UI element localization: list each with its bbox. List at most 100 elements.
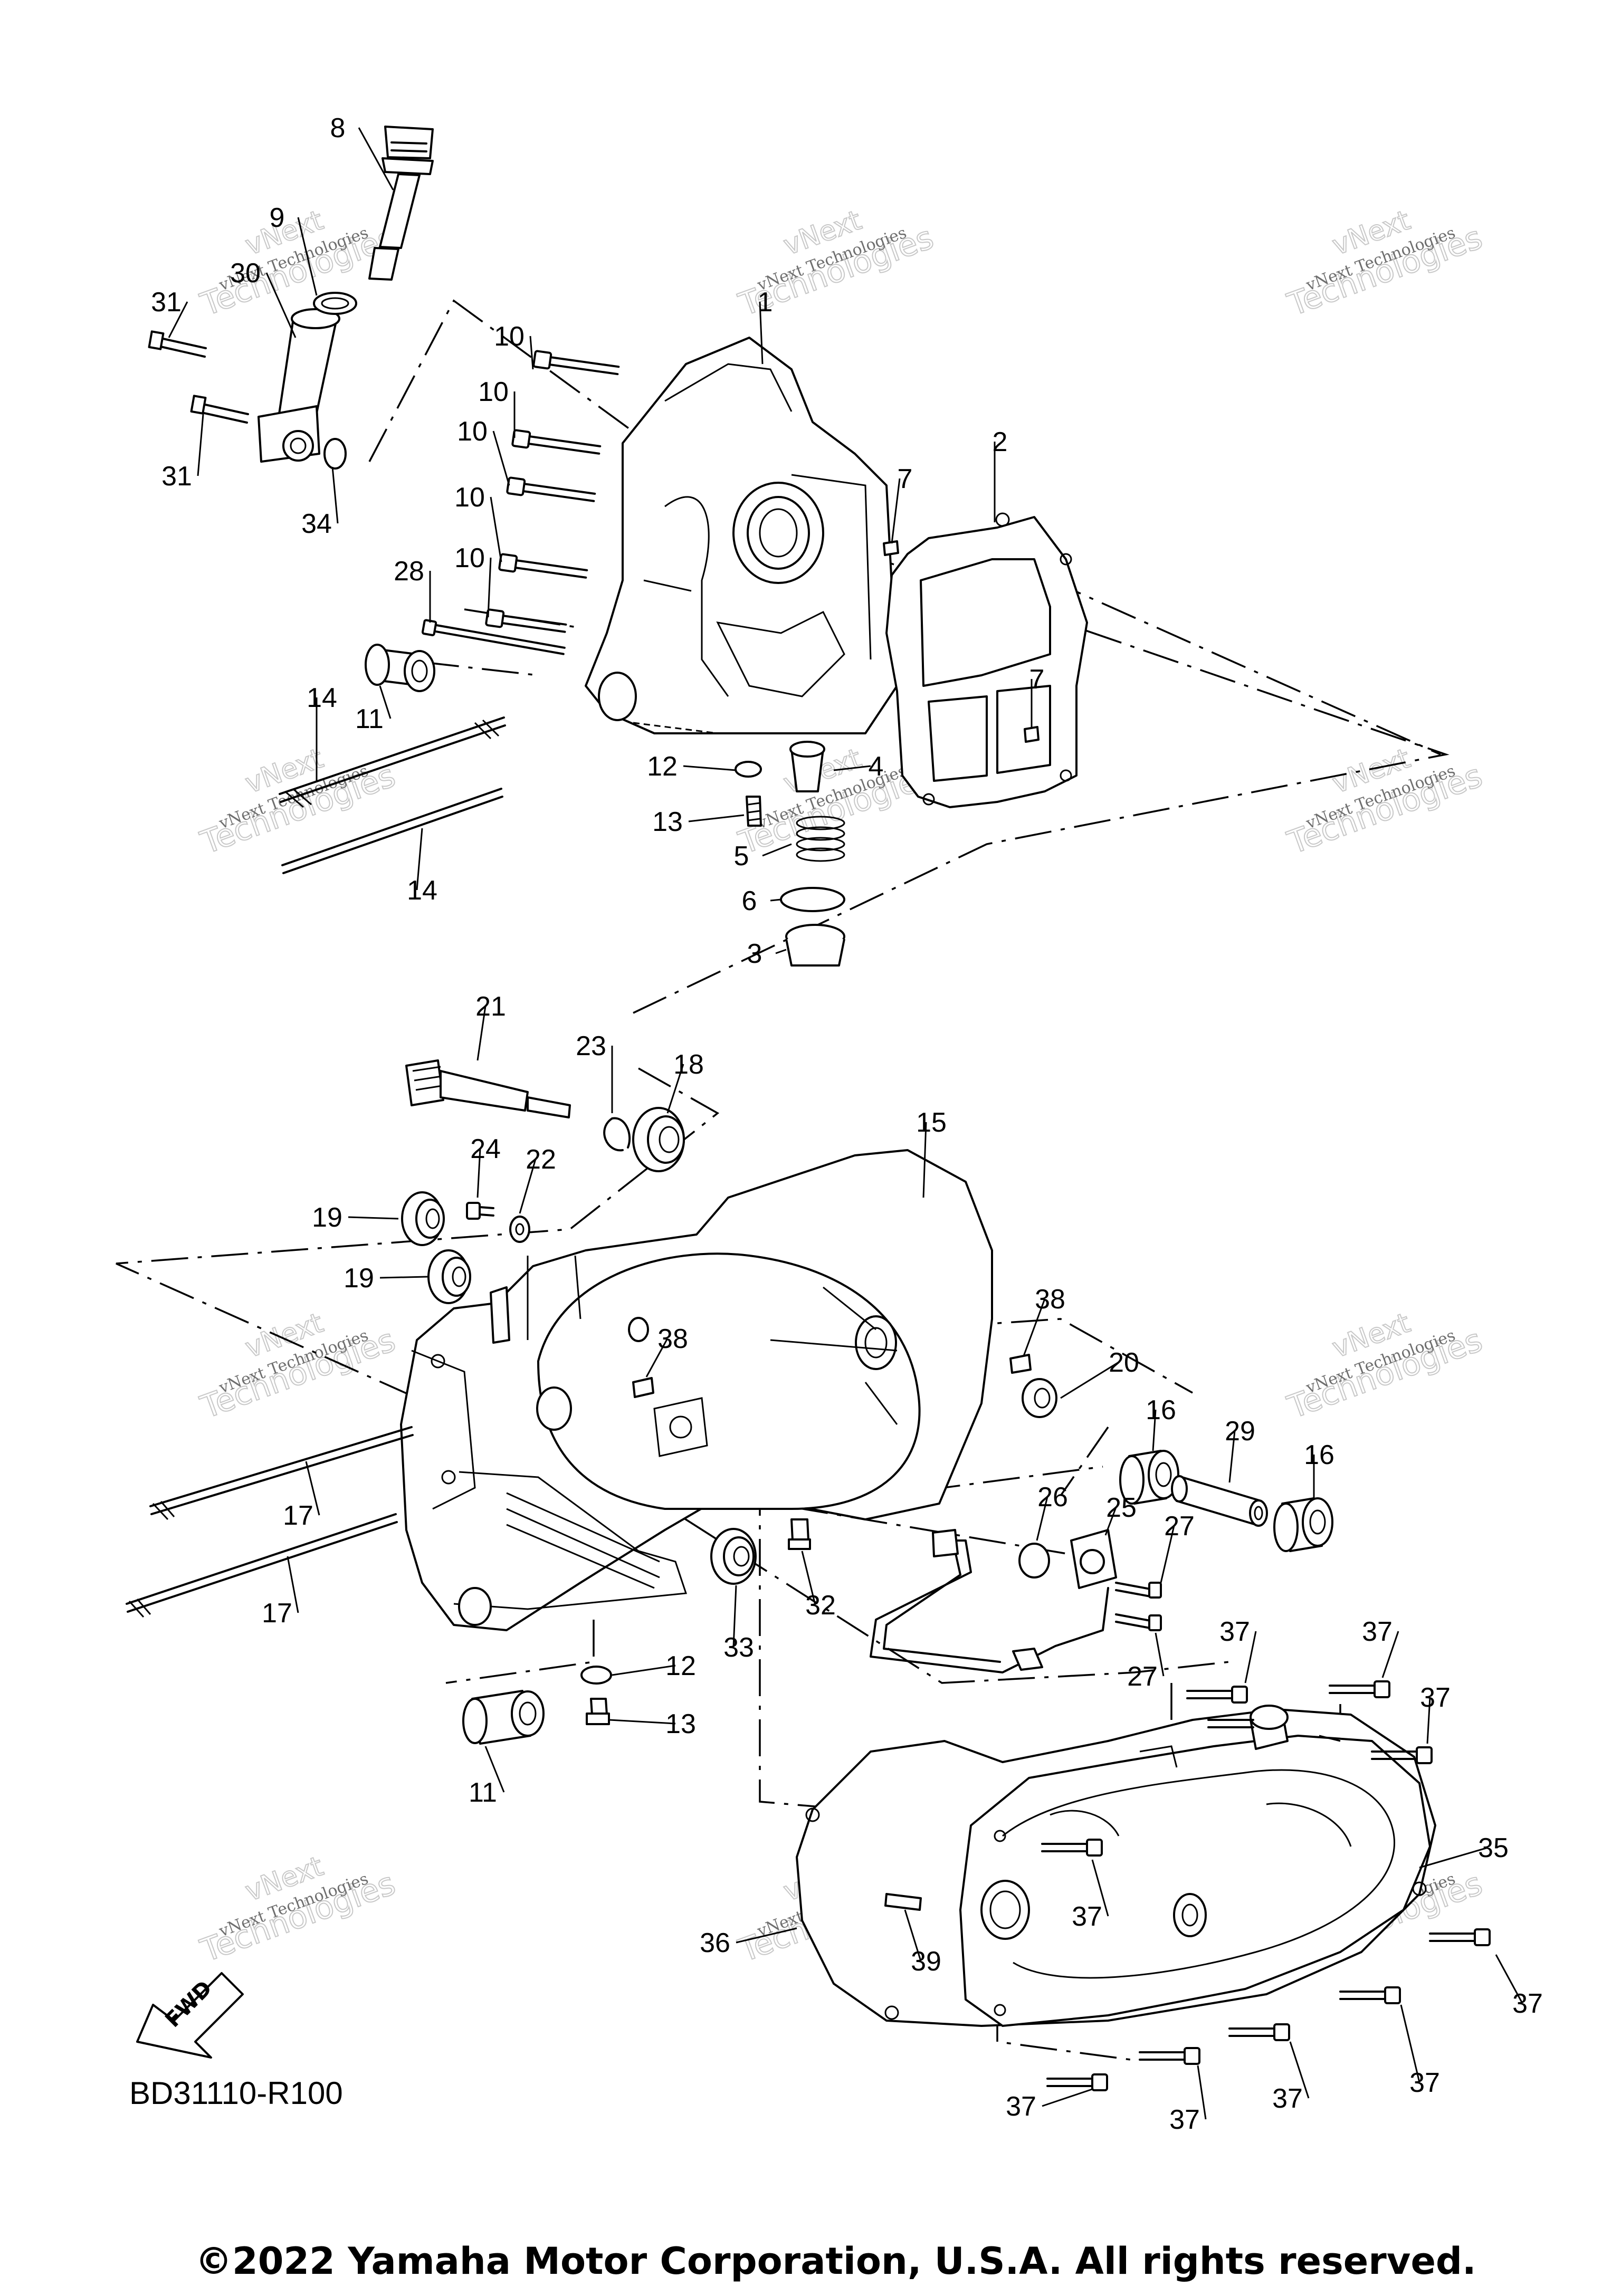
- part-label-34: 34: [301, 509, 332, 539]
- dowel-39-part: [884, 1893, 922, 1911]
- leader-line: [168, 301, 188, 338]
- leader-line: [1228, 1430, 1236, 1483]
- leader-line: [1400, 2004, 1420, 2083]
- part-label-15: 15: [916, 1107, 947, 1138]
- part-label-29: 29: [1225, 1416, 1255, 1447]
- bushing-16-left-part: [1119, 1450, 1179, 1505]
- part-label-37: 37: [1169, 2104, 1200, 2135]
- middle-crankcase-group: [126, 1059, 1333, 1745]
- part-label-7: 7: [1029, 664, 1045, 695]
- part-label-19: 19: [344, 1263, 374, 1294]
- part-label-38: 38: [657, 1324, 688, 1354]
- dipstick-part: [368, 126, 434, 281]
- part-label-19: 19: [312, 1202, 342, 1233]
- fwd-arrow-icon: [136, 1972, 244, 2059]
- cover-bolts-37-part: [1041, 1680, 1491, 2091]
- part-label-9: 9: [270, 203, 285, 233]
- leader-line: [1495, 1954, 1523, 2004]
- spacer-29-part: [1171, 1475, 1268, 1527]
- leader-line: [1060, 1361, 1119, 1399]
- bushing-11-lower-part: [462, 1690, 545, 1745]
- part-label-13: 13: [652, 807, 683, 837]
- washer-12-lower-part: [580, 1666, 612, 1685]
- leader-line: [1289, 2041, 1310, 2099]
- part-label-3: 3: [747, 939, 762, 969]
- oil-seal-18-part: [632, 1107, 685, 1172]
- leader-line: [476, 1148, 481, 1198]
- crankcase-cover-part: [585, 337, 898, 734]
- studs-14-part: [279, 716, 506, 874]
- leader-line: [666, 1064, 684, 1114]
- transmission-cover-part: [959, 1705, 1431, 2027]
- drain-bolt-32-part: [788, 1518, 811, 1550]
- leader-line: [197, 414, 204, 476]
- part-label-10: 10: [494, 321, 525, 352]
- part-label-17: 17: [262, 1598, 292, 1629]
- leader-line: [1036, 1496, 1048, 1541]
- part-label-17: 17: [283, 1500, 313, 1531]
- leader-line: [732, 1585, 737, 1648]
- bolt-24-part: [466, 1202, 494, 1220]
- strainer-parts: [735, 741, 845, 967]
- oil-seal-20-part: [1022, 1378, 1057, 1418]
- leader-line: [492, 430, 510, 486]
- part-label-11: 11: [355, 704, 384, 734]
- part-label-37: 37: [1512, 1988, 1543, 2019]
- leader-line: [358, 127, 394, 190]
- bearing-19-upper-part: [401, 1191, 445, 1246]
- part-label-37: 37: [1219, 1616, 1250, 1647]
- leader-line: [519, 1159, 537, 1214]
- part-label-39: 39: [911, 1946, 941, 1977]
- leader-line: [297, 217, 318, 296]
- leader-lines: [168, 127, 1523, 2120]
- leader-line: [645, 1338, 669, 1377]
- part-label-20: 20: [1109, 1347, 1139, 1378]
- leader-line: [331, 466, 339, 524]
- part-label-35: 35: [1478, 1833, 1509, 1863]
- part-label-8: 8: [330, 113, 346, 144]
- part-label-1: 1: [758, 287, 773, 318]
- part-label-31: 31: [151, 287, 182, 318]
- part-label-6: 6: [742, 886, 757, 916]
- bolts-27-part: [1115, 1582, 1162, 1631]
- part-label-14: 14: [307, 683, 337, 713]
- leader-line: [305, 1461, 320, 1516]
- part-label-14: 14: [407, 875, 437, 906]
- part-label-2: 2: [993, 427, 1008, 457]
- tube-bolts-part: [148, 330, 249, 424]
- bushing-11-upper-part: [365, 644, 435, 692]
- part-label-31: 31: [161, 461, 192, 492]
- circlip-part: [603, 1117, 631, 1152]
- leader-line: [922, 1122, 927, 1198]
- breather-hose-25-part: [870, 1529, 1117, 1673]
- part-label-37: 37: [1362, 1616, 1393, 1647]
- part-label-37: 37: [1409, 2068, 1440, 2098]
- leader-line: [683, 765, 737, 771]
- crankcase-part: [400, 1149, 993, 1631]
- leader-line: [490, 496, 502, 562]
- part-label-16: 16: [1146, 1395, 1176, 1426]
- part-label-11: 11: [469, 1777, 497, 1808]
- leader-line: [904, 1909, 922, 1962]
- leader-line: [1160, 1525, 1175, 1583]
- leader-line: [736, 1927, 797, 1944]
- part-label-18: 18: [673, 1049, 704, 1080]
- dowel-7-lower-part: [1024, 726, 1040, 743]
- part-label-10: 10: [478, 377, 509, 407]
- leader-line: [265, 272, 297, 338]
- gasket-part: [885, 512, 1088, 808]
- part-label-33: 33: [723, 1632, 754, 1663]
- part-label-37: 37: [1006, 2091, 1036, 2122]
- leader-line: [1244, 1631, 1257, 1683]
- part-label-10: 10: [457, 416, 488, 447]
- leader-line: [770, 898, 781, 902]
- upper-crankcase-cover-group: [148, 126, 1088, 967]
- bushing-16-right-part: [1273, 1497, 1333, 1552]
- leader-line: [1381, 1631, 1399, 1678]
- leader-line: [891, 478, 901, 544]
